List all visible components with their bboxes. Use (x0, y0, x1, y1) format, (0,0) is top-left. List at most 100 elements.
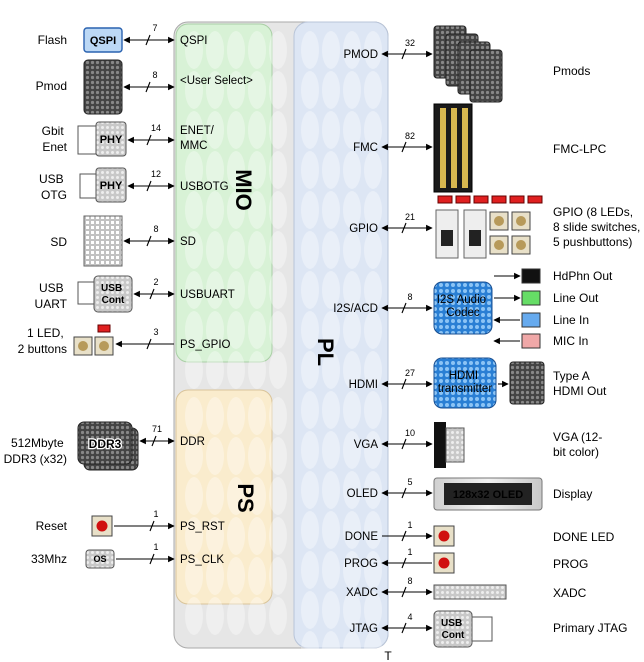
vga-pin: VGA (354, 439, 379, 451)
uart-pin: USBUART (180, 289, 235, 301)
fpga-grid-cell (185, 477, 203, 515)
fpga-grid-cell (322, 391, 340, 429)
fpga-grid-cell (248, 351, 266, 389)
fpga-grid-cell (185, 31, 203, 69)
fpga-grid-cell (364, 71, 382, 109)
fpga-grid-cell (206, 271, 224, 309)
fpga-grid-cell (248, 151, 266, 189)
fpga-grid-cell (206, 111, 224, 149)
fpga-grid-cell (364, 311, 382, 349)
pmod-left-pin: <User Select> (180, 75, 253, 87)
oled-display: 128x32 OLED (433, 477, 543, 511)
fpga-grid-cell (269, 111, 287, 149)
fpga-grid-cell (206, 151, 224, 189)
fpga-grid-cell (364, 471, 382, 509)
done-slash (401, 530, 407, 542)
flash-slash (145, 34, 151, 46)
mio-label: MIO (231, 169, 256, 211)
fpga-grid-cell (322, 111, 340, 149)
done-pin: DONE (345, 531, 379, 543)
fpga-grid-cell (227, 111, 245, 149)
fpga-grid-cell (269, 151, 287, 189)
fpga-grid-cell (185, 437, 203, 475)
enet-pin: ENET/ MMC (180, 125, 217, 152)
qspi-chip: QSPI (83, 27, 123, 53)
ps-gpio-devices (73, 324, 114, 356)
fpga-grid-cell (364, 351, 382, 389)
fpga-grid-cell (248, 397, 266, 435)
uart-slash (149, 288, 155, 300)
audio-jack-1 (521, 290, 541, 306)
gpio-label: GPIO (8 LEDs, 8 slide switches, 5 pushbu… (553, 205, 644, 249)
fpga-grid-cell (343, 391, 361, 429)
mio-region (175, 23, 273, 363)
fpga-grid-cell (364, 391, 382, 429)
svg-text:OS: OS (93, 554, 106, 564)
clk-slash (149, 553, 155, 565)
fpga-grid-cell (343, 511, 361, 549)
fpga-grid-cell (343, 311, 361, 349)
fpga-grid-cell (301, 351, 319, 389)
svg-text:USB Cont: USB Cont (441, 618, 465, 641)
ps-gpio-pin: PS_GPIO (180, 339, 231, 351)
uart-label: USB UART (35, 281, 68, 311)
fpga-grid-cell (248, 31, 266, 69)
oled-pin: OLED (347, 488, 378, 500)
fpga-grid-cell (227, 231, 245, 269)
svg-text:PHY: PHY (100, 180, 123, 192)
fpga-grid-cell (301, 591, 319, 629)
usbotg-phy-chip: PHY (79, 167, 127, 203)
fpga-grid-cell (301, 511, 319, 549)
fpga-grid-cell (343, 111, 361, 149)
xadc-pin: XADC (346, 587, 378, 599)
reset-button (91, 515, 113, 537)
fpga-grid-cell (185, 517, 203, 555)
fpga-grid-cell (227, 31, 245, 69)
fpga-grid-cell (206, 311, 224, 349)
flash-label: Flash (38, 33, 67, 47)
fpga-grid-cell (185, 597, 203, 635)
hdmi-transmitter-chip: HDMI transmitter (433, 357, 497, 409)
pmod-width: 32 (405, 38, 415, 48)
fpga-grid-cell (248, 71, 266, 109)
ps-gpio-slash (146, 338, 152, 350)
fpga-grid-cell (227, 397, 245, 435)
fpga-grid-cell (185, 271, 203, 309)
audio-jack-label: HdPhn Out (553, 269, 613, 283)
audio-jack-2 (521, 312, 541, 328)
audio-jack-0 (521, 268, 541, 284)
fpga-grid-cell (185, 397, 203, 435)
hdmi-pin: HDMI (349, 379, 378, 391)
xadc-header (433, 584, 507, 600)
fpga-grid-cell (185, 191, 203, 229)
usbotg-slash (146, 180, 152, 192)
jtag-pin: JTAG (349, 623, 378, 635)
fpga-grid-cell (248, 557, 266, 595)
fpga-grid-cell (269, 191, 287, 229)
hdmi-width: 27 (405, 368, 415, 378)
fpga-grid-cell (248, 517, 266, 555)
fpga-grid-cell (269, 597, 287, 635)
sd-card (83, 215, 123, 267)
usbotg-width: 12 (151, 169, 161, 179)
enet-width: 14 (151, 123, 161, 133)
fpga-grid-cell (322, 591, 340, 629)
fpga-grid-cell (343, 351, 361, 389)
flash-width: 7 (152, 23, 157, 33)
done-led (433, 525, 455, 547)
ddr-label: 512Mbyte DDR3 (x32) (4, 436, 67, 466)
fpga-grid-cell (343, 631, 361, 662)
fpga-grid-cell (343, 431, 361, 469)
fpga-grid-cell (364, 511, 382, 549)
i2s-width: 8 (407, 292, 412, 302)
prog-slash (401, 557, 407, 569)
fpga-grid-cell (301, 471, 319, 509)
hdmi-slash (401, 378, 407, 390)
usbotg-label: USB OTG (39, 172, 67, 202)
fpga-grid-cell (301, 391, 319, 429)
fpga-grid-cell (343, 151, 361, 189)
reset-slash (149, 520, 155, 532)
fpga-grid-cell (364, 631, 382, 662)
